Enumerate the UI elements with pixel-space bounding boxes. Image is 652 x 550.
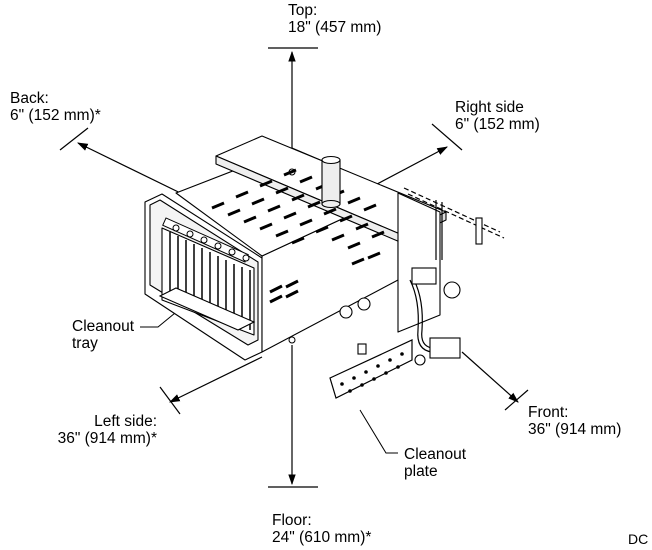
front-clearance-label: Front: 36" (914 mm) (528, 404, 621, 438)
right-side-clearance-label: Right side 6" (152 mm) (455, 99, 540, 133)
front-mark (288, 336, 296, 344)
floor-label-value: 24" (610 mm)* (272, 529, 372, 546)
top-label-title: Top: (288, 2, 318, 19)
cleanout-plate-leader (359, 409, 398, 454)
left-side-clearance-label: Left side: 36" (914 mm)* (2, 413, 157, 447)
top-label-value: 18" (457 mm) (288, 19, 382, 36)
front-arrow (461, 351, 519, 403)
right-label-value: 6" (152 mm) (455, 116, 540, 133)
left-label-value: 36" (914 mm)* (57, 430, 157, 447)
right-label-title: Right side (455, 99, 524, 116)
back-clearance-label: Back: 6" (152 mm)* (10, 90, 101, 124)
cleanout-tray-label-line1: Cleanout (72, 318, 135, 335)
back-tick (59, 127, 89, 151)
cleanout-plate-label: Cleanout plate (404, 446, 466, 480)
exchanger-cutout (161, 227, 255, 336)
left-side-arrow (169, 356, 263, 403)
cleanout-tray (158, 287, 256, 331)
flue-pipe (321, 155, 341, 209)
cleanout-plate-label-line1: Cleanout (404, 446, 467, 463)
floor-label-title: Floor: (272, 512, 312, 529)
left-label-title: Left side: (94, 413, 157, 430)
floor-clearance-label: Floor: 24" (610 mm)* (272, 512, 371, 546)
cleanout-plate (329, 339, 413, 399)
gas-piping (403, 187, 505, 353)
vent-slots (211, 168, 385, 304)
cleanout-tray-label-line2: tray (72, 335, 98, 352)
back-label-value: 6" (152 mm)* (10, 107, 101, 124)
top-clearance-label: Top: 18" (457 mm) (288, 2, 381, 36)
left-side-tick (159, 386, 181, 415)
back-label-title: Back: (10, 90, 49, 107)
cleanout-plate-label-line2: plate (404, 463, 438, 480)
front-tick (504, 389, 529, 411)
front-label-value: 36" (914 mm) (528, 421, 622, 438)
gas-valve (411, 217, 483, 366)
front-fittings (339, 297, 371, 355)
right-housing (397, 192, 441, 333)
top-mark (288, 168, 296, 176)
tube-headers (162, 217, 250, 263)
cleanout-tray-label: Cleanout tray (72, 318, 134, 352)
right-side-tick (431, 123, 463, 151)
front-label-title: Front: (528, 404, 569, 421)
drawing-code: DC (628, 531, 649, 547)
